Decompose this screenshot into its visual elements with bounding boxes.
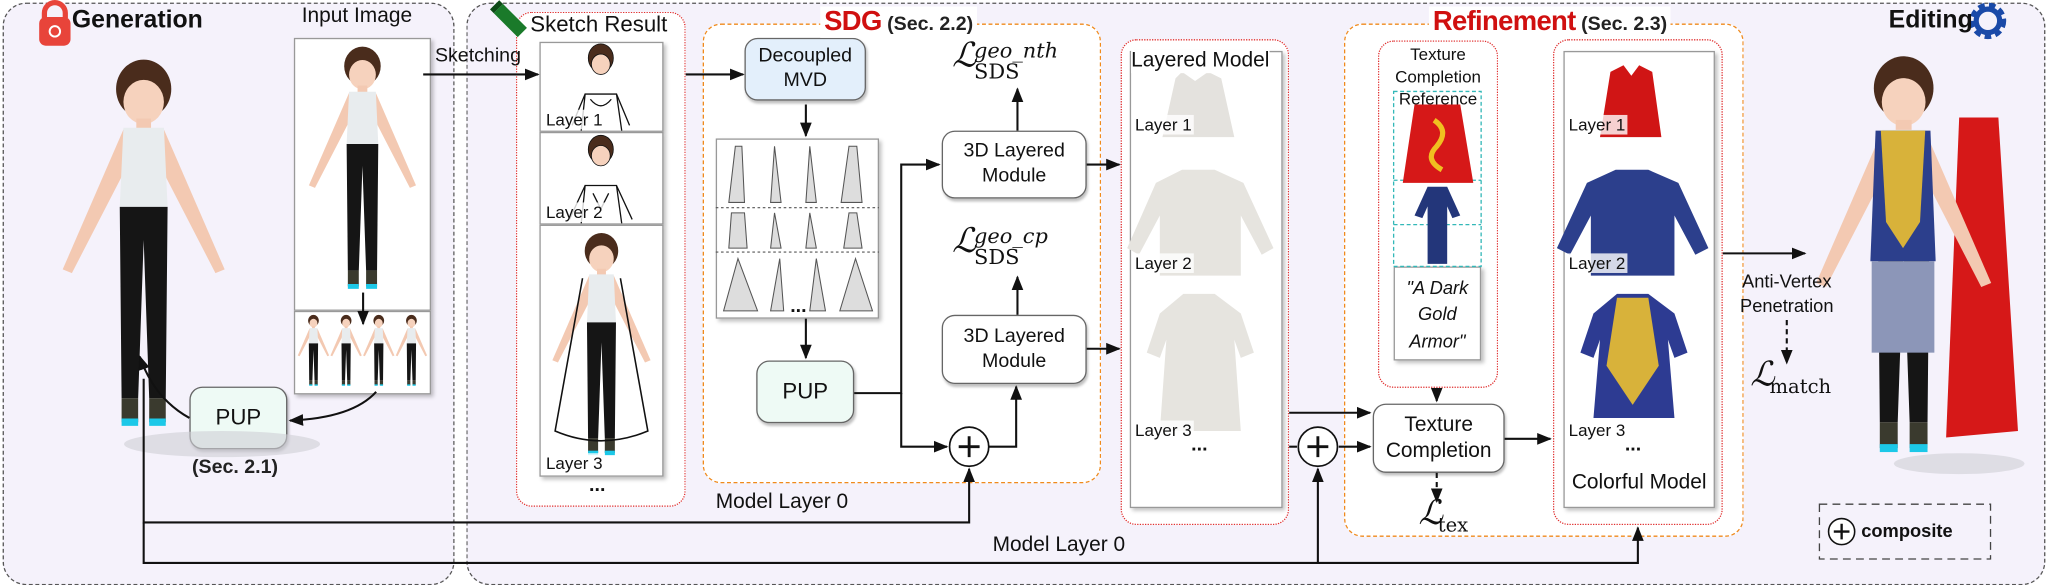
reference-label-2: Completion: [1395, 66, 1481, 87]
shadow: [124, 431, 320, 458]
loss-match: ℒmatch: [1750, 355, 1831, 398]
anti-vertex-line-1: Anti-Vertex: [1742, 270, 1832, 292]
loss-symbol: ℒ: [1418, 493, 1443, 533]
input-image-figure: [308, 46, 416, 289]
generation-sec-label: (Sec. 2.1): [192, 456, 278, 478]
texture-completion-label-2: Completion: [1385, 439, 1492, 462]
model-layer0-line: [142, 378, 975, 524]
colorful-model-title: Colorful Model: [1571, 471, 1707, 494]
legend-label: composite: [1861, 519, 1953, 541]
anti-vertex-label: Anti-Vertex Penetration: [1721, 269, 1852, 318]
sketch-layer-3-label: Layer 3: [543, 453, 606, 473]
multiview-figures: [297, 314, 428, 386]
layered-layer-3-label: Layer 3: [1132, 420, 1195, 441]
model-layer0-bottom-line: [142, 522, 1644, 564]
loss-sup: geo_cp: [974, 222, 1048, 248]
mvd-more: ...: [790, 295, 807, 318]
generation-pup-label: PUP: [215, 405, 262, 431]
strip-to-pup-arrow: [288, 391, 377, 426]
decoupled-mvd-node: Decoupled MVD: [744, 37, 866, 101]
sketch-result-title: Sketch Result: [530, 11, 668, 37]
loss-sub: SDS: [974, 58, 1020, 83]
refinement-title-row: Refinement (Sec. 2.3): [1428, 6, 1672, 38]
model-layer0-label: Model Layer 0: [715, 491, 849, 514]
refinement-title: Refinement: [1432, 6, 1576, 37]
module2-label-1: 3D Layered: [963, 324, 1065, 348]
refinement-sec: (Sec. 2.3): [1581, 13, 1668, 36]
sketching-label: Sketching: [434, 44, 521, 67]
loss-symbol: ℒ: [952, 222, 977, 262]
reference-label-1: Texture: [1410, 44, 1466, 64]
reference-label: Texture Completion Reference: [1379, 44, 1497, 110]
legend-plus-icon: [1827, 517, 1856, 546]
sdg-title: SDG: [824, 6, 882, 37]
gear-icon: [1969, 2, 2007, 40]
sdg-title-row: SDG (Sec. 2.2): [820, 6, 978, 38]
text-prompt: "A Dark Gold Armor": [1394, 274, 1482, 354]
loss-sup: geo_nth: [974, 37, 1059, 63]
loss-sub: tex: [1437, 513, 1469, 537]
blue-suit-reference: [1414, 186, 1461, 264]
text-prompt-box: [1393, 266, 1482, 361]
input-character-figure: [62, 59, 225, 426]
loss-sub: match: [1769, 374, 1832, 399]
anti-vertex-line-2: Penetration: [1739, 295, 1834, 316]
texture-completion-label-1: Texture: [1404, 413, 1473, 436]
mvd-label-1: Decoupled: [758, 44, 853, 67]
generation-title: Generation: [71, 6, 203, 34]
legend-box: [1818, 503, 1992, 560]
loss-symbol: ℒ: [1750, 355, 1775, 395]
editing-title: Editing: [1888, 6, 1973, 34]
prompt-line-2: Gold: [1418, 303, 1457, 325]
composite-plus-icon: [1297, 426, 1339, 468]
sdg-pup-label: PUP: [782, 379, 829, 405]
loss-symbol: ℒ: [952, 36, 977, 76]
white-dress-layer-3: [1146, 293, 1254, 432]
layered-module-1: 3D Layered Module: [941, 130, 1087, 199]
input-image-label: Input Image: [301, 5, 413, 28]
reference-label-3: Reference: [1398, 88, 1478, 109]
prompt-line-3: Armor": [1409, 329, 1466, 351]
colorful-layer-1-label: Layer 1: [1566, 114, 1628, 135]
loss-sub: SDS: [974, 243, 1020, 269]
sketch-layer-2-label: Layer 2: [543, 202, 606, 223]
connectors: [138, 68, 1807, 564]
composite-plus-icon: [948, 426, 990, 468]
sketch-layer-2-drawing: [568, 134, 633, 224]
mvd-multiview-sketches: [715, 145, 880, 312]
layered-more: ...: [1191, 433, 1208, 456]
module2-label-2: Module: [982, 349, 1047, 372]
colorful-layer-2-label: Layer 2: [1566, 253, 1628, 273]
sketch-layer-3-drawing: [552, 233, 651, 456]
colorful-layer-3-label: Layer 3: [1566, 420, 1628, 441]
sdg-sec: (Sec. 2.2): [887, 13, 974, 36]
model-layer0-bottom-label: Model Layer 0: [992, 534, 1126, 557]
loss-tex: ℒtex: [1418, 494, 1468, 537]
sketch-layer-1-label: Layer 1: [543, 109, 606, 130]
colorful-more: ...: [1624, 433, 1642, 456]
layered-module-2: 3D Layered Module: [941, 314, 1087, 384]
sdg-pup-node: PUP: [756, 360, 855, 424]
lock-icon: [39, 0, 71, 46]
sketch-more: ...: [589, 474, 606, 497]
layered-model-title: Layered Model: [1131, 49, 1270, 74]
blue-shirt-layer-2: [1556, 169, 1709, 276]
prompt-line-1: "A Dark: [1406, 276, 1469, 298]
texture-completion-node: Texture Completion: [1372, 403, 1505, 473]
mvd-label-2: MVD: [783, 69, 827, 92]
layered-layer-1-label: Layer 1: [1132, 114, 1195, 135]
pencil-icon: [489, 0, 527, 38]
module1-label-1: 3D Layered: [963, 140, 1065, 163]
layered-layer-2-label: Layer 2: [1132, 253, 1195, 273]
white-shirt-layer-2: [1127, 169, 1274, 276]
module1-label-2: Module: [982, 164, 1047, 187]
generation-sec: (Sec. 2.1): [191, 455, 279, 479]
